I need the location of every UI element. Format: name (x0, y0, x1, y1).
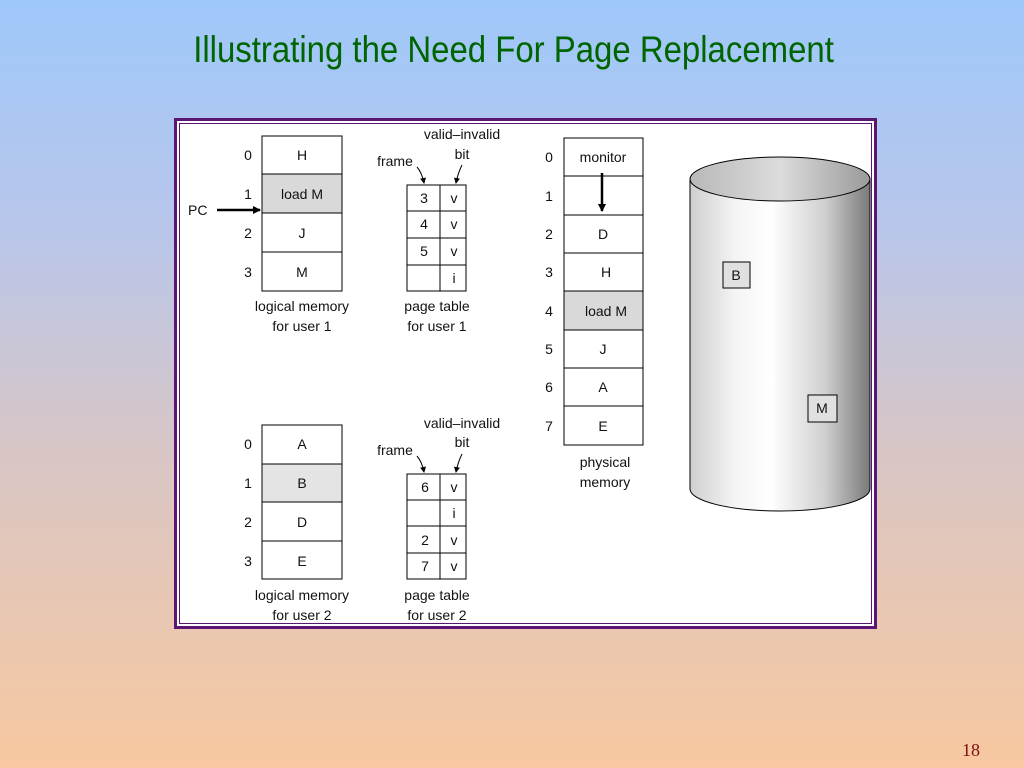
user2-logical-caption: logical memory (255, 587, 349, 603)
physical-cell-text: monitor (580, 149, 627, 165)
user1-logical-cell (261, 212, 343, 253)
physical-cell-text: D (598, 226, 608, 242)
slide-number: 18 (962, 740, 980, 760)
page-table-bit-value: v (451, 243, 458, 259)
physical-cell (563, 329, 644, 369)
user1-page-table: valid–invalid bit frame 3 4 5 v v v i pa… (377, 126, 500, 334)
disk-block (722, 261, 751, 289)
physical-index: 4 (545, 303, 553, 319)
physical-index: 5 (545, 341, 553, 357)
user1-logical-index: 1 (244, 186, 252, 202)
user2-logical-cell (261, 424, 343, 465)
physical-memory: 0 1 2 3 4 5 6 7 monitor D H load M J A E (545, 137, 644, 490)
user2-logical-index: 1 (244, 475, 252, 491)
user1-page-table-caption: page table (404, 298, 470, 314)
user2-logical-index: 2 (244, 514, 252, 530)
user1-logical-caption: for user 1 (272, 318, 331, 334)
physical-caption: memory (580, 474, 631, 490)
disk-block (807, 394, 838, 423)
valid-invalid-label: valid–invalid (424, 126, 500, 142)
page-table-frame-value: 6 (421, 479, 429, 495)
physical-cell-text: A (598, 379, 608, 395)
physical-cell (563, 252, 644, 292)
page-table-frame-value: 2 (421, 532, 429, 548)
physical-cell-text: H (601, 264, 611, 280)
user1-page-table-caption: for user 1 (407, 318, 466, 334)
user1-logical-cell (261, 251, 343, 292)
page-table-bit-value: i (452, 270, 455, 286)
bit-label: bit (455, 146, 470, 162)
disk-block-label: M (816, 400, 828, 416)
bit-label: bit (455, 434, 470, 450)
physical-cell (563, 175, 644, 216)
physical-cell (563, 367, 644, 407)
frame-label: frame (377, 442, 413, 458)
physical-cell (563, 137, 644, 177)
backing-store-disk: B M (689, 156, 871, 512)
physical-cell-text: load M (585, 303, 627, 319)
physical-index: 1 (545, 188, 553, 204)
physical-cell-shaded (563, 290, 644, 331)
user2-logical-index: 3 (244, 553, 252, 569)
disk-top (689, 156, 871, 202)
physical-index: 3 (545, 264, 553, 280)
page-table-bit-value: i (452, 505, 455, 521)
disk-body-fill (690, 179, 870, 489)
frame-pointer (416, 455, 426, 473)
physical-index: 6 (545, 379, 553, 395)
user2-logical-memory: 0 1 2 3 A B D E logical memory for user … (244, 424, 349, 623)
valid-invalid-label: valid–invalid (424, 415, 500, 431)
bit-pointer (454, 453, 463, 473)
page-table-frame-value: 4 (420, 216, 428, 232)
user1-logical-cell-text: M (296, 264, 308, 280)
user2-logical-cell-text: D (297, 514, 307, 530)
user2-logical-cell-text: A (297, 436, 307, 452)
user2-page-table-caption: page table (404, 587, 470, 603)
user2-logical-cell (261, 540, 343, 580)
physical-caption: physical (580, 454, 631, 470)
user1-logical-cell-shaded (261, 173, 343, 214)
user1-logical-index: 2 (244, 225, 252, 241)
physical-index: 2 (545, 226, 553, 242)
figure-frame: 0 1 2 3 H load M J M logical memory for … (174, 118, 877, 629)
user1-logical-cell (261, 135, 343, 175)
pc-label: PC (188, 202, 207, 218)
page-replacement-diagram: 0 1 2 3 H load M J M logical memory for … (188, 126, 871, 623)
page-table-bit-value: v (451, 532, 458, 548)
physical-index: 7 (545, 418, 553, 434)
physical-index: 0 (545, 149, 553, 165)
user1-logical-index: 3 (244, 264, 252, 280)
user2-page-table: valid–invalid bit frame 6 2 7 v i v v pa… (377, 415, 500, 623)
frame-label: frame (377, 153, 413, 169)
slide-title: Illustrating the Need For Page Replaceme… (193, 29, 834, 70)
user2-page-table-caption: for user 2 (407, 607, 466, 623)
bit-pointer (454, 164, 463, 184)
physical-cell (563, 214, 644, 254)
physical-cell-text: E (598, 418, 607, 434)
physical-cell-text: J (600, 341, 607, 357)
frame-pointer (416, 166, 426, 184)
user2-logical-index: 0 (244, 436, 252, 452)
disk-block-label: B (731, 267, 740, 283)
user2-logical-caption: for user 2 (272, 607, 331, 623)
user2-logical-cell-text: B (297, 475, 306, 491)
page-table-frame-value: 3 (420, 190, 428, 206)
user1-logical-cell-text: H (297, 147, 307, 163)
user1-logical-cell-text: J (299, 225, 306, 241)
page-table-frame-value: 5 (420, 243, 428, 259)
user1-logical-index: 0 (244, 147, 252, 163)
user1-logical-cell-text: load M (281, 186, 323, 202)
user2-logical-cell-text: E (297, 553, 306, 569)
page-table-bit-value: v (451, 479, 458, 495)
user1-logical-caption: logical memory (255, 298, 349, 314)
page-table-bit-value: v (451, 558, 458, 574)
page-table-frame-value: 7 (421, 558, 429, 574)
page-table-bit-value: v (451, 216, 458, 232)
user1-logical-memory: 0 1 2 3 H load M J M logical memory for … (188, 135, 349, 334)
user2-logical-cell-shaded (261, 463, 343, 503)
physical-cell (563, 405, 644, 446)
page-table-bit-value: v (451, 190, 458, 206)
